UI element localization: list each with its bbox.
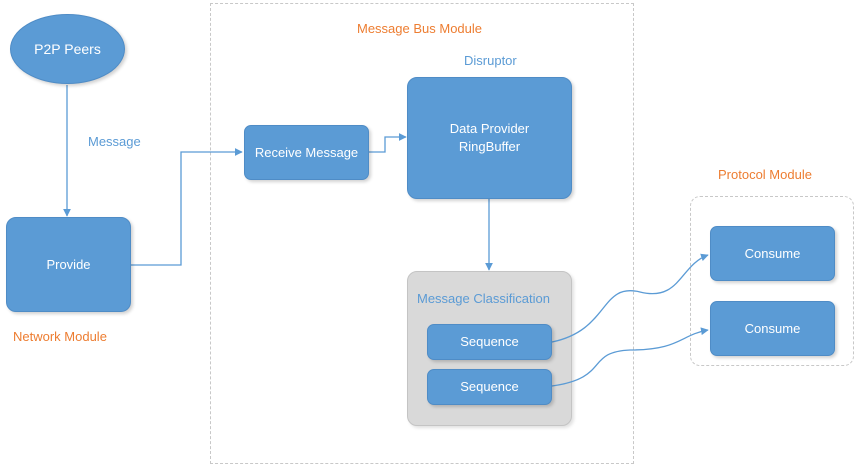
protocol-module-container (690, 196, 854, 366)
p2p-peers-label: P2P Peers (34, 41, 101, 57)
provide-label: Provide (46, 256, 91, 272)
edge-receive-to-disruptor (369, 133, 407, 153)
consume-node-2: Consume (710, 301, 835, 356)
message-bus-module-label: Message Bus Module (357, 21, 483, 36)
receive-message-label: Receive Message (254, 144, 359, 160)
sequence-node-1: Sequence (427, 324, 552, 360)
consume-label-1: Consume (744, 245, 801, 261)
network-module-label: Network Module (13, 329, 107, 344)
message-edge-label: Message (88, 134, 141, 149)
consume-label-2: Consume (744, 320, 801, 336)
receive-message-node: Receive Message (244, 125, 369, 180)
data-provider-label: Data Provider (449, 121, 530, 136)
edge-provide-to-receive (131, 148, 243, 266)
p2p-peers-node: P2P Peers (10, 14, 125, 84)
edge-sequence1-to-consume1 (551, 253, 709, 343)
sequence-node-2: Sequence (427, 369, 552, 405)
sequence-label-2: Sequence (460, 379, 519, 394)
edge-sequence2-to-consume2 (551, 327, 709, 387)
message-classification-label: Message Classification (417, 291, 550, 306)
disruptor-label: Disruptor (464, 53, 517, 68)
provide-node: Provide (6, 217, 131, 312)
ringbuffer-label: RingBuffer (458, 139, 521, 154)
consume-node-1: Consume (710, 226, 835, 281)
protocol-module-label: Protocol Module (718, 167, 812, 182)
message-bus-module-container (210, 3, 634, 464)
disruptor-node: Data Provider RingBuffer (407, 77, 572, 199)
sequence-label-1: Sequence (460, 334, 519, 349)
